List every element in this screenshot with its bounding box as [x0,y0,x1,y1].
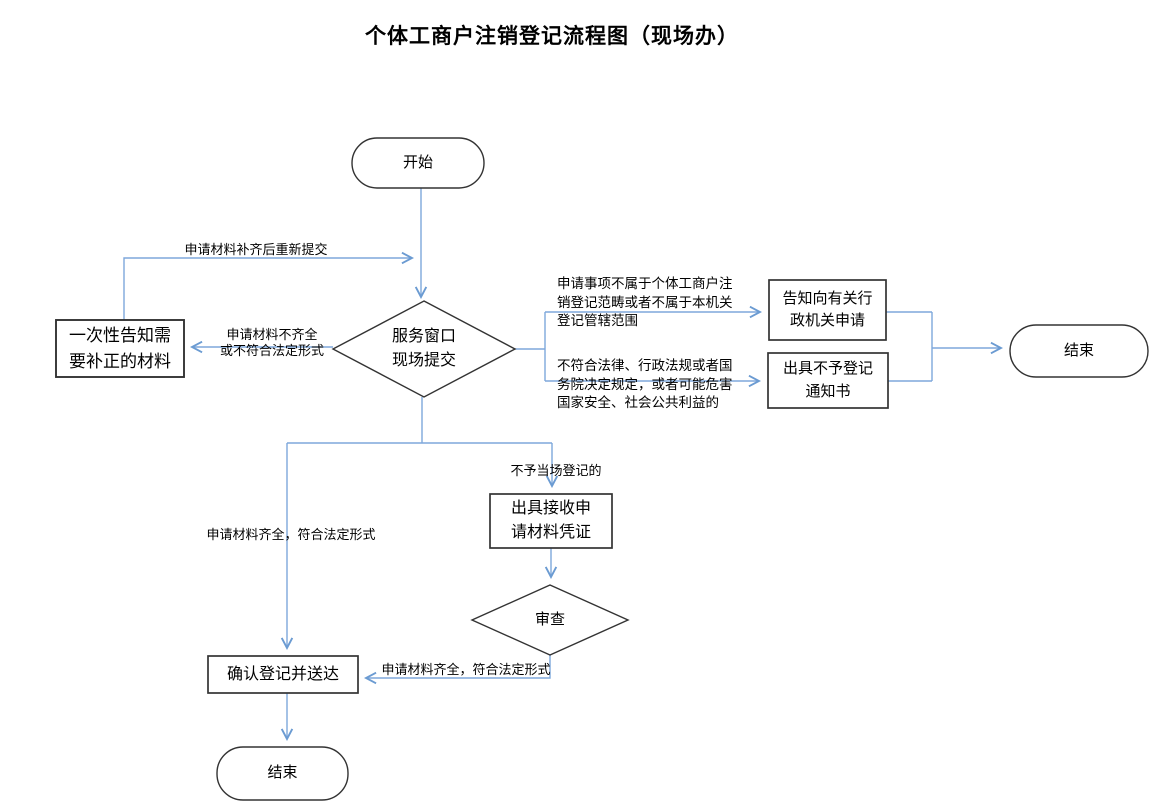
review-decision-label: 审查 [534,611,565,628]
notify-authority-shape [768,279,887,341]
notify-authority-label: 告知向有关行 政机关申请 [782,290,873,330]
edge-label-complete-review: 申请材料齐全，符合法定形式 [381,662,551,677]
edge-review-to-confirm [366,655,551,678]
edge-label-resubmit: 申请材料补齐后重新提交 [184,242,328,257]
edge-label-incomplete: 申请材料不齐全 或不符合法定形式 [219,327,324,358]
confirm-delivery-shape [207,655,359,694]
submit-decision-shape [331,300,517,398]
rejection-notice-shape [767,352,889,409]
start-terminator-shape [351,137,485,189]
notify-correction-label: 一次性告知需 要补正的材料 [69,326,171,371]
receipt-label: 出具接收申 请材料凭证 [510,500,591,541]
edge-label-not-in-scope: 申请事项不属于个体工商户注 销登记范畴或者不属于本机关 登记管辖范围 [557,276,733,328]
confirm-delivery-label: 确认登记并送达 [226,665,339,683]
edge-label-illegal: 不符合法律、行政法规或者国 务院决定规定，或者可能危害 国家安全、社会公共利益的 [557,358,733,410]
end-right-terminator-label: 结束 [1063,342,1094,359]
receipt-shape [489,493,613,549]
end-bottom-terminator-shape [216,746,349,801]
start-terminator-label: 开始 [402,154,433,171]
page-title: 个体工商户注销登记流程图（现场办） [365,24,739,48]
notify-correction-shape [55,319,185,378]
end-right-terminator-shape [1009,324,1149,378]
edge-label-complete-left: 申请材料齐全，符合法定形式 [206,527,376,542]
rejection-notice-label: 出具不予登记 通知书 [782,361,873,400]
submit-decision-label: 服务窗口 现场提交 [391,328,456,369]
end-bottom-terminator-label: 结束 [267,765,298,782]
edge-resubmit-feedback [123,258,412,320]
review-decision-shape [470,584,630,656]
edge-label-not-on-site: 不予当场登记的 [510,463,602,478]
